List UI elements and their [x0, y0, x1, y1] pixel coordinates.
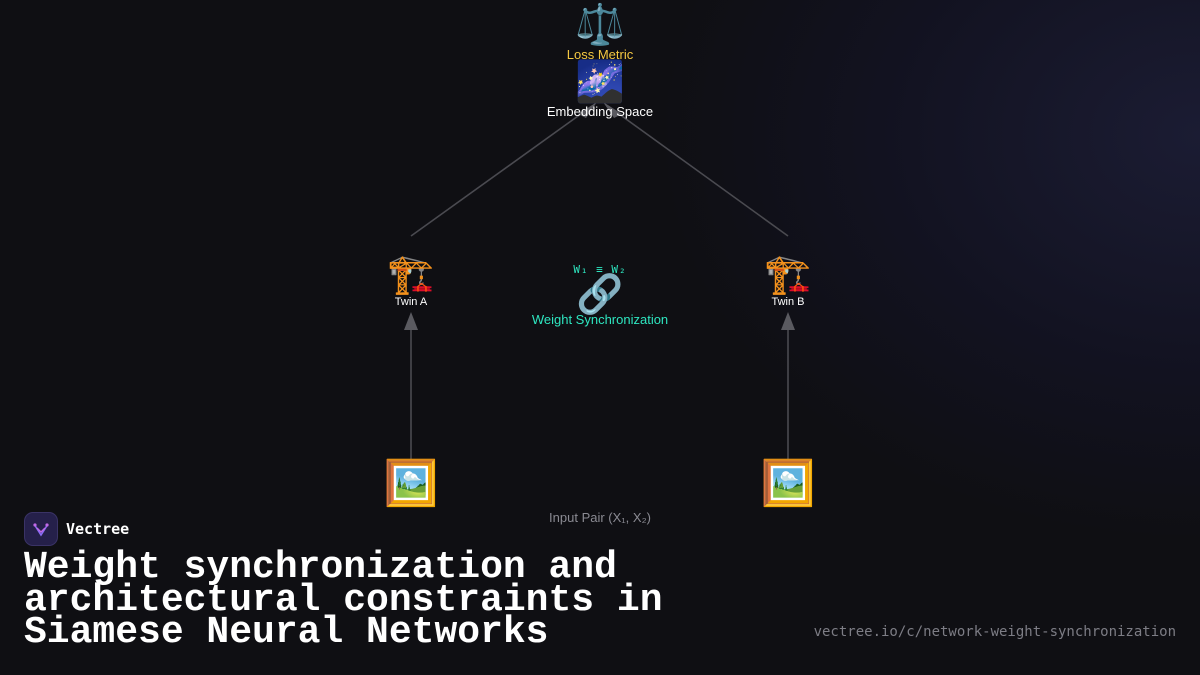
link-icon: 🔗	[576, 272, 624, 316]
weight-equality-formula: W₁ ≡ W₂	[573, 263, 627, 276]
twin-b-label: Twin B	[771, 296, 805, 308]
crane-icon: 🏗️	[764, 252, 812, 296]
input-pair-label: Input Pair (X₁, X₂)	[549, 510, 651, 525]
edge-twin-b-to-embedding	[607, 105, 789, 237]
weight-sync-node: W₁ ≡ W₂ 🔗 Weight Synchronization	[532, 264, 668, 328]
vectree-logo-icon	[24, 512, 58, 546]
brand-name: Vectree	[66, 520, 130, 538]
source-url[interactable]: vectree.io/c/network-weight-synchronizat…	[813, 624, 1176, 640]
input-a-node: 🖼️	[384, 460, 439, 508]
arrowhead-twin-b	[781, 312, 795, 330]
framed-picture-icon: 🖼️	[760, 458, 816, 509]
page-title: Weight synchronization and architectural…	[24, 546, 663, 654]
loss-metric-node: ⚖️ Loss Metric	[567, 3, 633, 63]
embedding-space-label: Embedding Space	[546, 104, 654, 119]
balance-scale-icon: ⚖️	[575, 2, 625, 48]
arrowhead-twin-a	[404, 312, 418, 330]
arrowhead-embedding-left	[578, 102, 597, 118]
embedding-space-node: 🌌 Embedding Space	[547, 60, 653, 120]
arrowhead-embedding-right	[603, 102, 622, 118]
input-b-node: 🖼️	[761, 460, 816, 508]
weight-sync-label: Weight Synchronization	[531, 312, 669, 327]
twin-b-node: 🏗️ Twin B	[764, 254, 811, 310]
crane-icon: 🏗️	[387, 252, 435, 296]
twin-a-label: Twin A	[394, 296, 428, 308]
twin-a-node: 🏗️ Twin A	[387, 254, 434, 310]
framed-picture-icon: 🖼️	[383, 458, 439, 509]
galaxy-icon: 🌌	[575, 59, 625, 105]
loss-metric-label: Loss Metric	[566, 47, 634, 62]
edge-twin-a-to-embedding	[410, 105, 593, 237]
brand[interactable]: Vectree	[24, 512, 129, 546]
